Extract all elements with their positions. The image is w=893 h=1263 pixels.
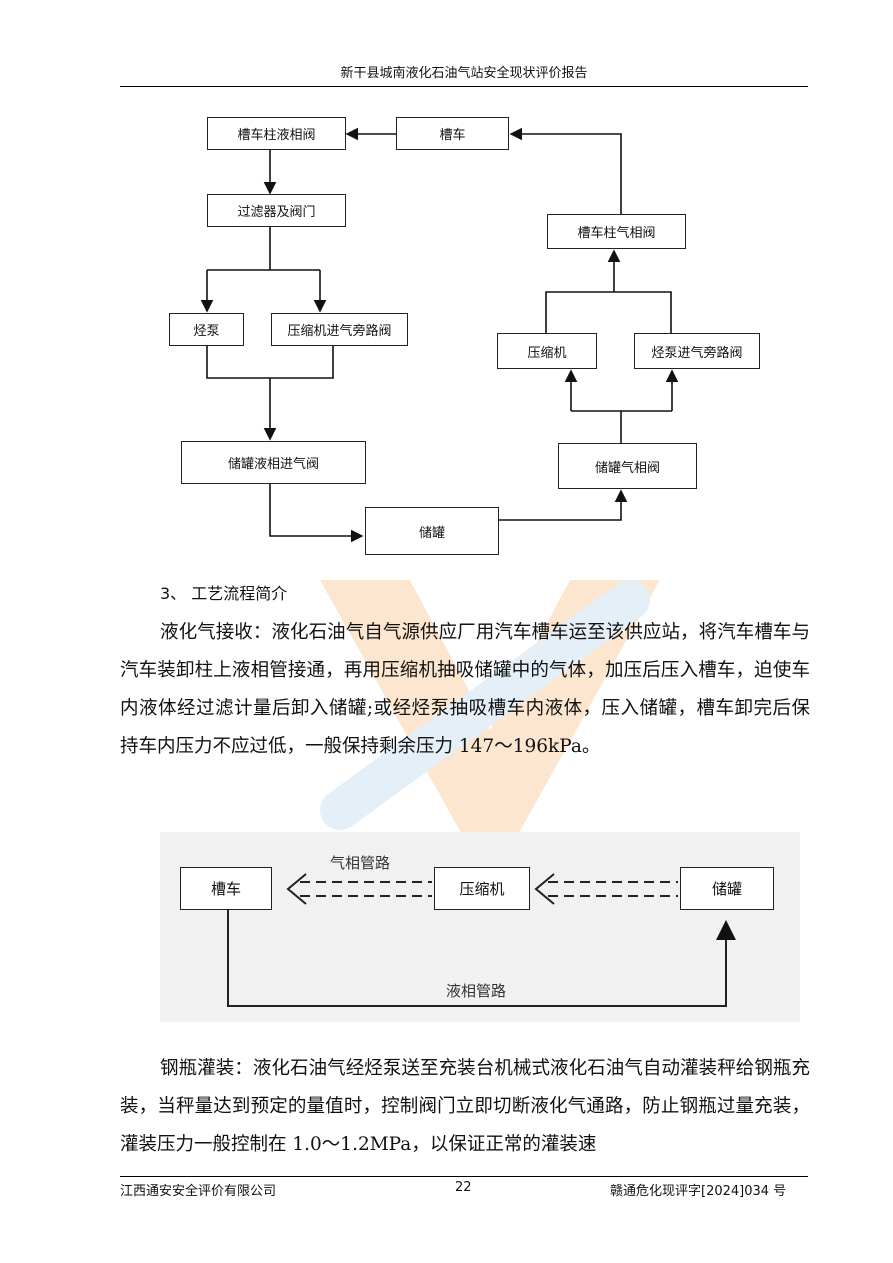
section-heading: 3、 工艺流程简介 [160,584,288,603]
flow-diagram-2: 槽车 压缩机 储罐 气相管路 液相管路 [160,832,800,1022]
paragraph-filling: 钢瓶灌装：液化石油气经烃泵送至充装台机械式液化石油气自动灌装秤给钢瓶充装，当秤量… [120,1058,810,1155]
fig2-node-tank: 储罐 [680,867,774,910]
node-compressor: 压缩机 [497,333,597,369]
page-header-title: 新干县城南液化石油气站安全现状评价报告 [340,66,588,81]
footer-company: 江西通安安全评价有限公司 [120,1184,277,1199]
node-tank: 储罐 [365,507,499,555]
node-tank-liquid-valve: 储罐液相进气阀 [181,441,366,484]
flow-diagram-1-lines [200,127,679,543]
fig2-node-compressor: 压缩机 [434,867,530,910]
liquid-pipe-label: 液相管路 [446,982,507,1000]
node-pump-bypass: 烃泵进气旁路阀 [634,333,760,369]
gas-pipe-label: 气相管路 [330,854,391,872]
fig2-node-tanker: 槽车 [180,867,272,910]
footer-doc-number: 赣通危化现评字[2024]034 号 [610,1184,787,1199]
node-filter-valve: 过滤器及阀门 [207,194,346,227]
node-tanker: 槽车 [396,117,509,150]
paragraph-receive: 液化气接收：液化石油气自气源供应厂用汽车槽车运至该供应站，将汽车槽车与汽车装卸柱… [120,622,810,757]
header-rule [120,86,808,87]
node-pump: 烃泵 [169,313,244,346]
footer-page-number: 22 [455,1180,472,1195]
flow-diagram-2-lines [227,873,736,1007]
node-tank-gas-valve: 储罐气相阀 [558,443,697,489]
node-compressor-bypass: 压缩机进气旁路阀 [271,313,408,346]
node-tanker-liquid-valve: 槽车柱液相阀 [207,117,346,150]
footer-rule [120,1176,808,1177]
node-tanker-gas-valve: 槽车柱气相阀 [547,214,686,249]
